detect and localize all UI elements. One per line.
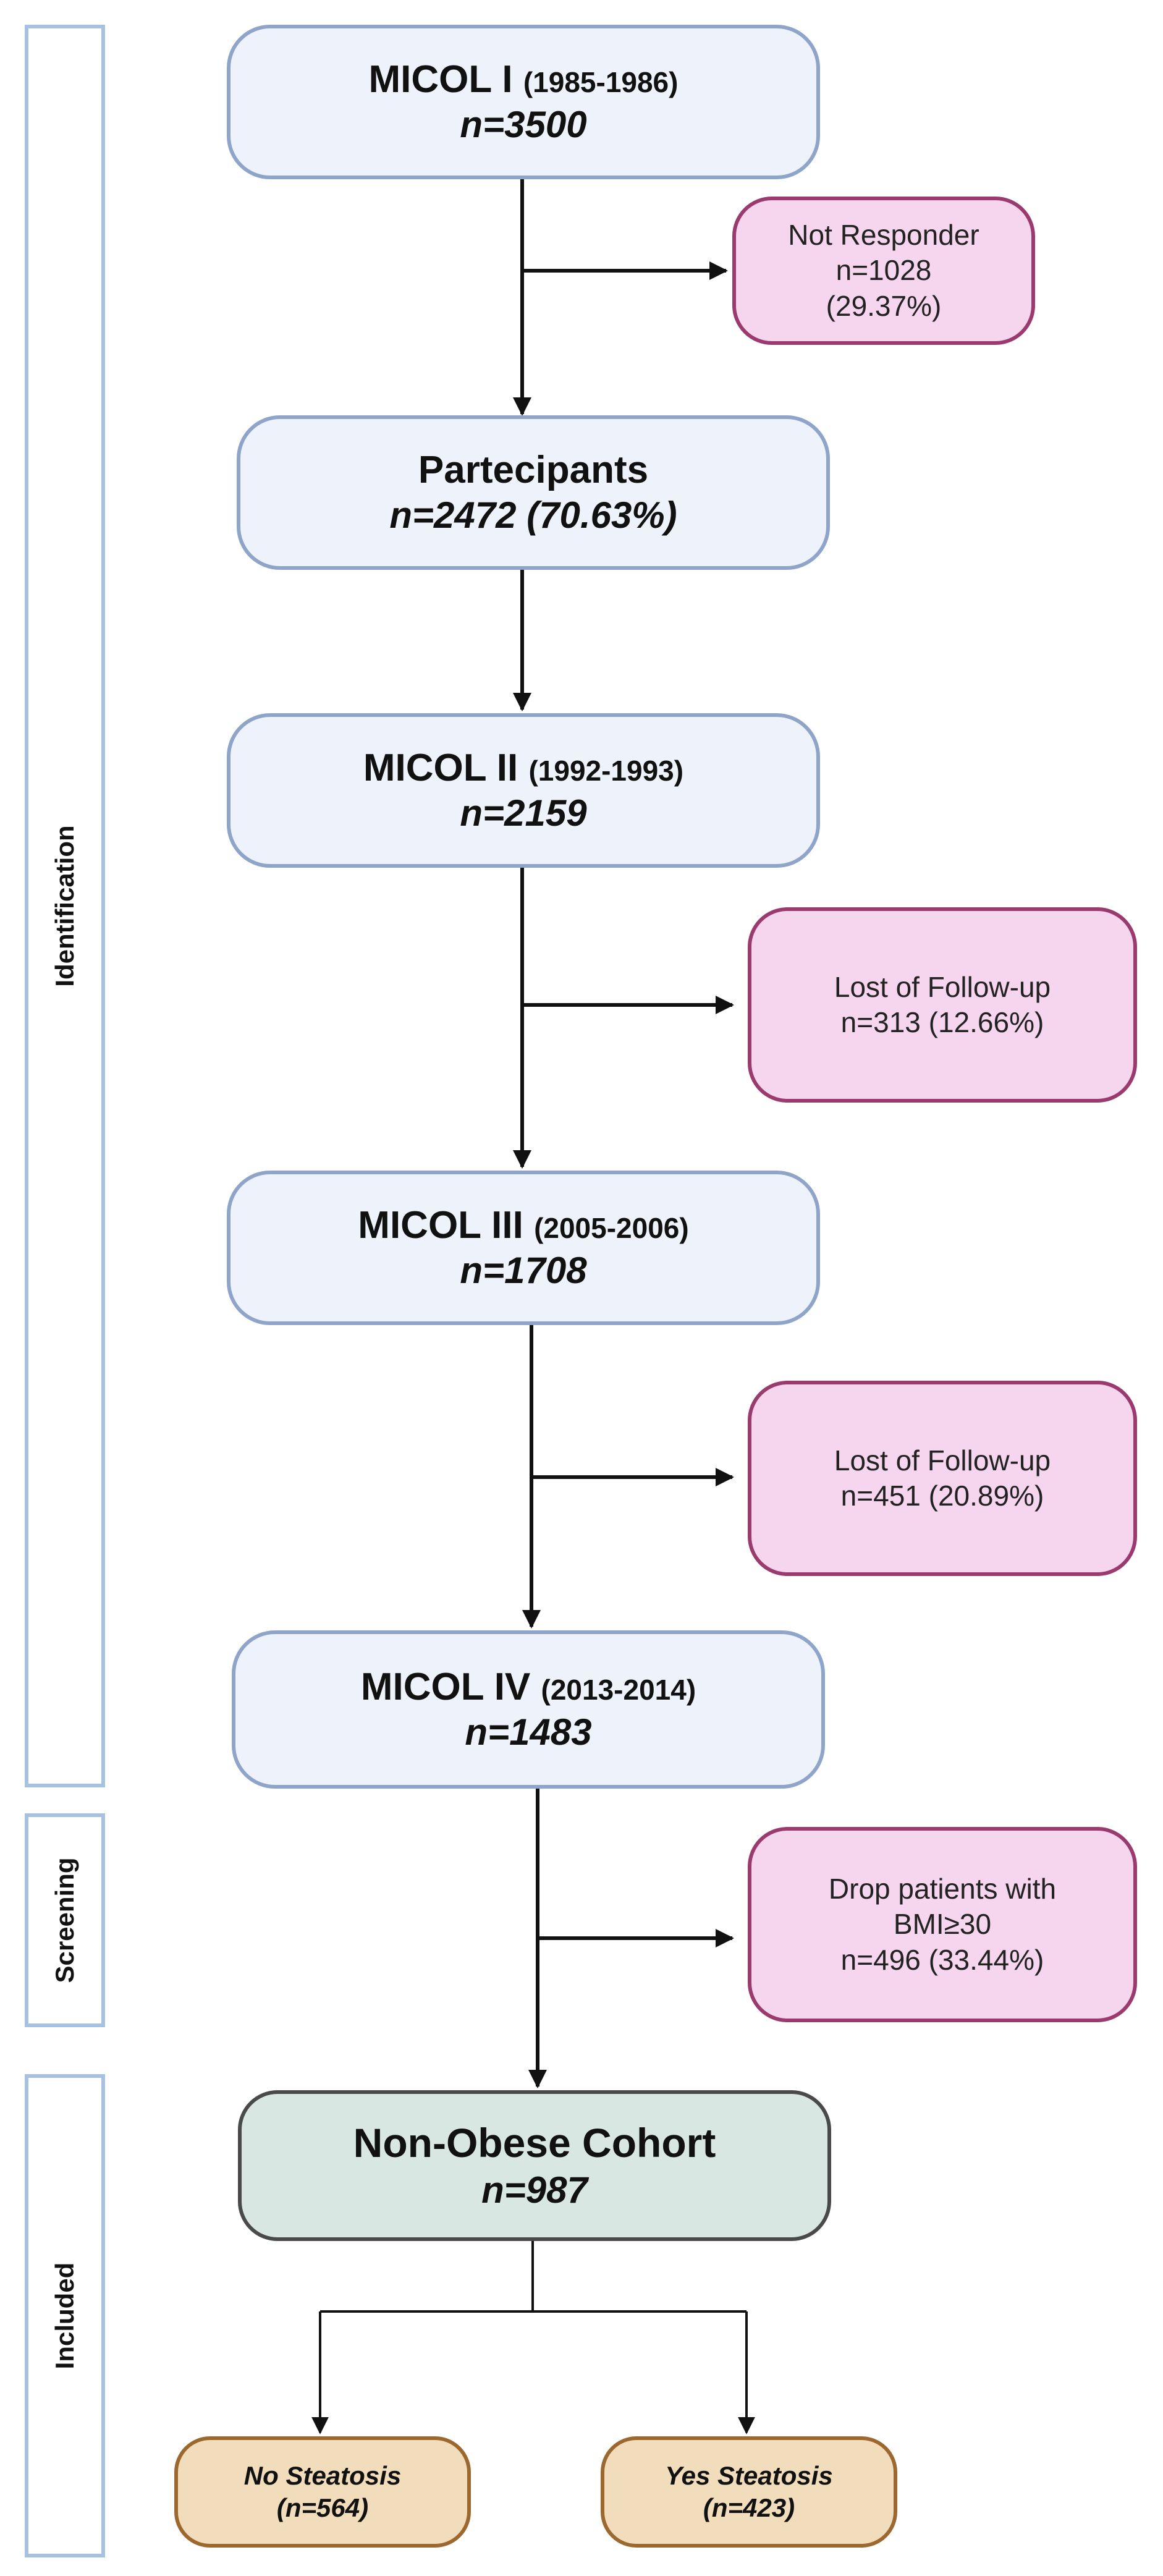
drop-criterion: BMI≥30 [893,1908,992,1941]
exclusion-lost-follow-up-1: Lost of Follow-up n=313 (12.66%) [748,907,1137,1103]
node-micol-2: MICOL II (1992-1993) n=2159 [227,713,820,868]
lost-1-n: n=313 (12.66%) [840,1006,1044,1038]
micol-1-years: (1985-1986) [523,66,679,98]
micol-1-n: n=3500 [460,104,587,146]
lost-2-label: Lost of Follow-up [834,1444,1051,1477]
no-steatosis-label: No Steatosis [243,2460,402,2490]
stage-screening: Screening [25,1813,105,2027]
micol-4-years: (2013-2014) [541,1673,696,1706]
stage-identification: Identification [25,25,105,1787]
exclusion-drop-bmi: Drop patients with BMI≥30 n=496 (33.44%) [748,1827,1137,2022]
yes-steatosis-n: (n=423) [703,2493,795,2522]
drop-n: n=496 (33.44%) [840,1943,1044,1976]
participants-n: n=2472 (70.63%) [389,494,677,536]
node-micol-1: MICOL I (1985-1986) n=3500 [227,25,820,179]
outcome-yes-steatosis: Yes Steatosis (n=423) [601,2436,897,2548]
no-steatosis-n: (n=564) [276,2493,369,2522]
micol-3-n: n=1708 [460,1250,587,1292]
micol-4-n: n=1483 [465,1711,592,1753]
micol-2-title: MICOL II [363,746,518,789]
not-responder-pct: (29.37%) [826,289,942,322]
micol-3-years: (2005-2006) [534,1211,689,1244]
lost-1-label: Lost of Follow-up [834,970,1051,1003]
yes-steatosis-label: Yes Steatosis [665,2460,833,2490]
node-non-obese-cohort: Non-Obese Cohort n=987 [238,2090,831,2241]
not-responder-label: Not Responder [788,218,979,251]
outcome-no-steatosis: No Steatosis (n=564) [174,2436,471,2548]
node-participants: Partecipants n=2472 (70.63%) [237,415,830,570]
micol-4-title: MICOL IV [360,1665,531,1708]
lost-2-n: n=451 (20.89%) [840,1480,1044,1512]
node-micol-4: MICOL IV (2013-2014) n=1483 [232,1630,825,1789]
cohort-n: n=987 [481,2169,588,2211]
stage-included: Included [25,2074,105,2557]
micol-3-title: MICOL III [358,1203,523,1247]
cohort-title: Non-Obese Cohort [353,2120,716,2166]
not-responder-n: n=1028 [835,254,932,287]
micol-1-title: MICOL I [368,57,513,101]
micol-2-years: (1992-1993) [528,754,684,787]
micol-2-n: n=2159 [460,792,587,834]
drop-label: Drop patients with [828,1872,1057,1905]
exclusion-lost-follow-up-2: Lost of Follow-up n=451 (20.89%) [748,1381,1137,1576]
participants-title: Partecipants [418,448,649,491]
exclusion-not-responder: Not Responder n=1028 (29.37%) [732,197,1035,345]
node-micol-3: MICOL III (2005-2006) n=1708 [227,1171,820,1325]
